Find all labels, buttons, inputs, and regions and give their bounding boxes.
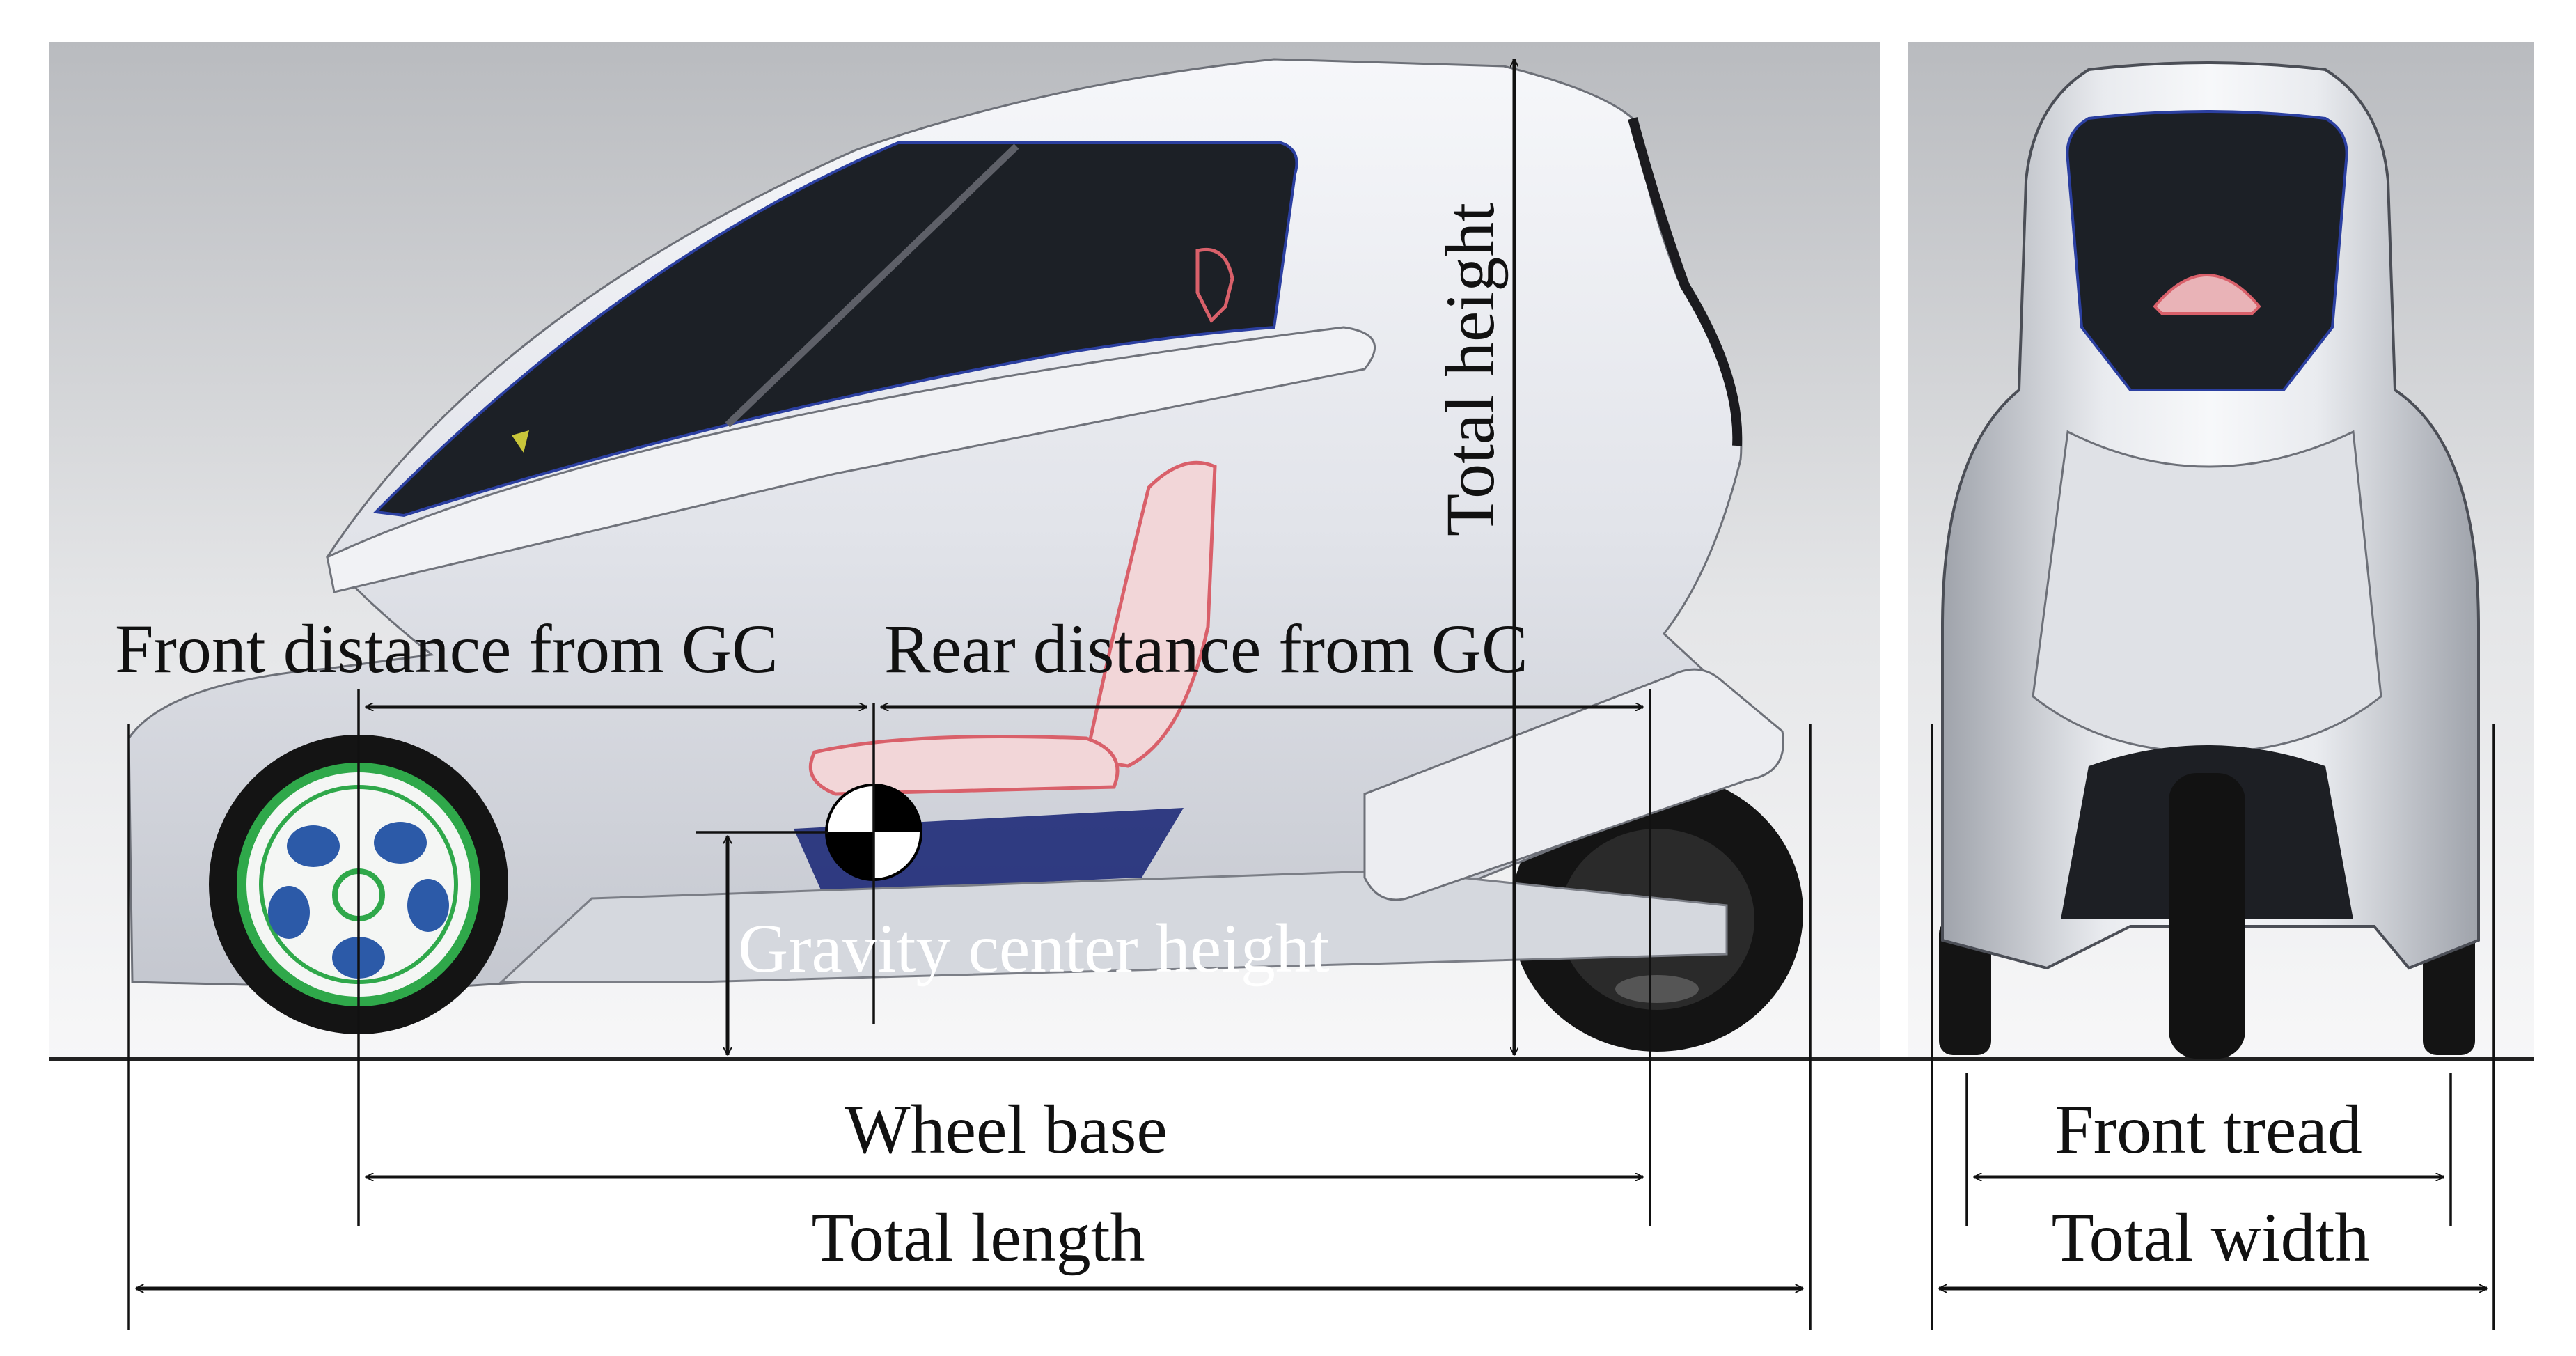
- front-center-wheel: [2169, 773, 2245, 1059]
- total-length-label: Total length: [811, 1199, 1145, 1276]
- front-tread-label: Front tread: [2055, 1091, 2362, 1168]
- seat-cushion: [808, 735, 1120, 796]
- rear-distance-label: Rear distance from GC: [884, 610, 1528, 687]
- side-window: [372, 141, 1298, 517]
- seat-back: [1195, 247, 1234, 324]
- front-wheel: [209, 735, 508, 1034]
- dimension-labels: Front distance from GC Rear distance fro…: [115, 203, 2369, 1276]
- total-width-label: Total width: [2052, 1199, 2370, 1276]
- front-window: [2066, 110, 2348, 391]
- gravity-center-height-label: Gravity center height: [738, 910, 1330, 987]
- front-view-vehicle: [1939, 61, 2480, 1059]
- dimension-lines: [127, 59, 2495, 1330]
- total-height-label: Total height: [1431, 203, 1509, 536]
- wheel-base-label: Wheel base: [845, 1091, 1168, 1168]
- side-view-vehicle: [127, 58, 1803, 1052]
- vehicle-body: [127, 58, 1768, 990]
- front-distance-label: Front distance from GC: [115, 610, 778, 687]
